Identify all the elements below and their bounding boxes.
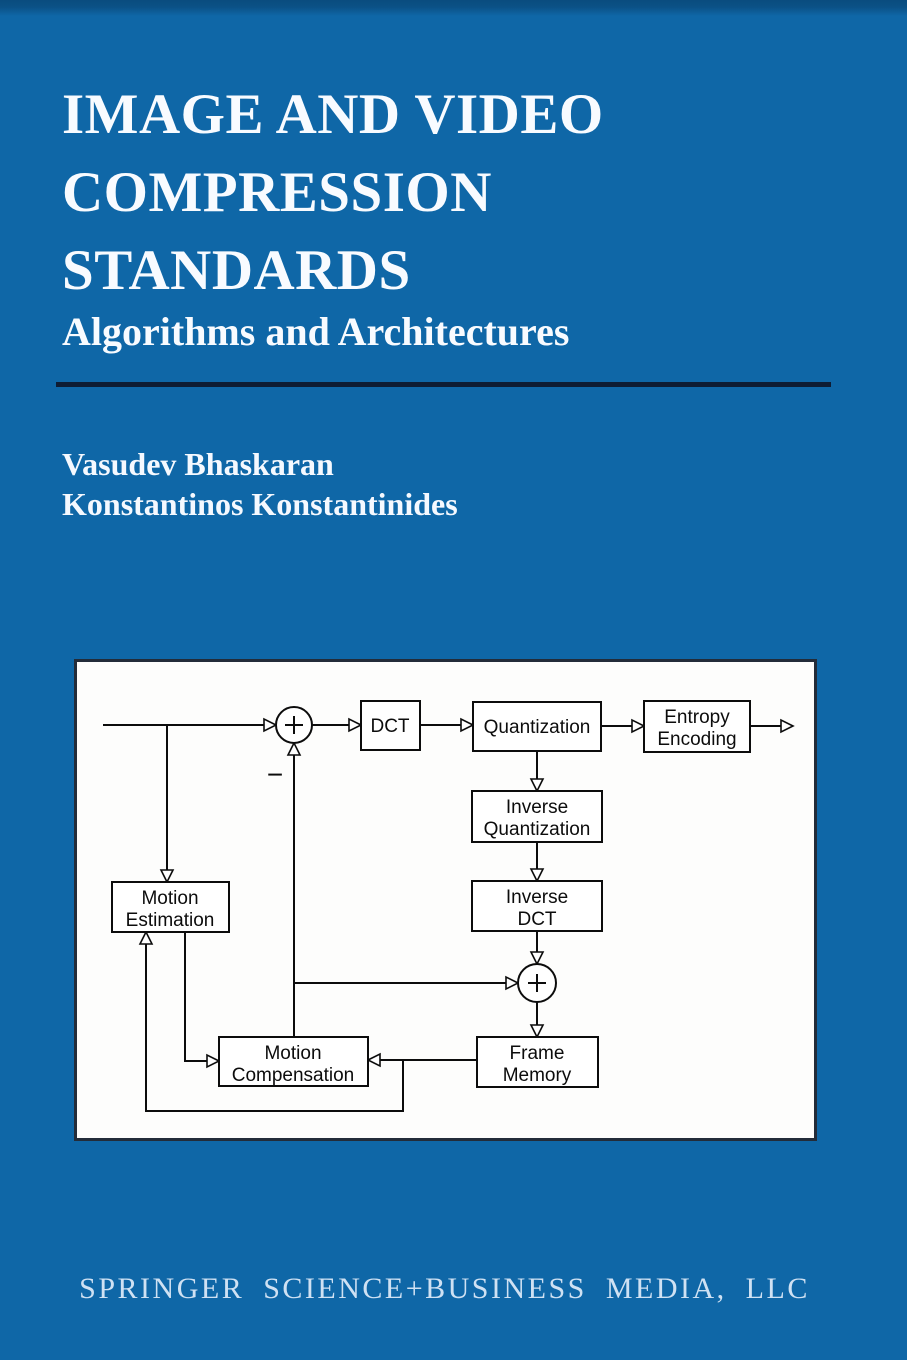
- dct-label: DCT: [370, 716, 409, 737]
- publisher-imprint: SPRINGER SCIENCE+BUSINESS MEDIA, LLC: [79, 1272, 810, 1305]
- entropy-label-line2: Encoding: [657, 729, 736, 750]
- dct-block: DCT: [360, 700, 421, 751]
- reconstruction-adder: [517, 963, 557, 1003]
- book-subtitle: Algorithms and Architectures: [62, 309, 570, 354]
- quantization-block: Quantization: [472, 701, 602, 752]
- encoder-block-diagram: − DCT Quantization Entropy Encoding Inve…: [74, 659, 817, 1141]
- frame-memory-label-line1: Frame: [510, 1043, 565, 1064]
- inverse-dct-label-line1: Inverse: [506, 887, 568, 908]
- author-1: Vasudev Bhaskaran: [62, 446, 334, 482]
- diagram-wires: [103, 724, 781, 1112]
- frame-memory-label-line2: Memory: [503, 1065, 572, 1086]
- motion-compensation-block: Motion Compensation: [218, 1036, 369, 1087]
- authors: Vasudev Bhaskaran Konstantinos Konstanti…: [62, 444, 458, 524]
- motion-estimation-label-line1: Motion: [141, 888, 198, 909]
- inverse-dct-label-line2: DCT: [517, 909, 556, 930]
- author-2: Konstantinos Konstantinides: [62, 486, 458, 522]
- motion-estimation-block: Motion Estimation: [111, 881, 230, 933]
- diagram-arrowheads: [138, 717, 795, 1069]
- inverse-quantization-label-line1: Inverse: [506, 797, 568, 818]
- diagram-canvas: − DCT Quantization Entropy Encoding Inve…: [103, 700, 795, 1112]
- frame-memory-block: Frame Memory: [476, 1036, 599, 1088]
- minus-sign: −: [267, 759, 283, 790]
- motion-compensation-label-line2: Compensation: [232, 1065, 355, 1086]
- divider-rule: [56, 382, 831, 387]
- motion-compensation-label-line1: Motion: [264, 1043, 321, 1064]
- entropy-label-line1: Entropy: [664, 707, 730, 728]
- entropy-encoding-block: Entropy Encoding: [643, 700, 751, 753]
- book-title: IMAGE AND VIDEO COMPRESSION STANDARDS: [62, 83, 604, 302]
- inverse-quantization-block: Inverse Quantization: [471, 790, 603, 843]
- subtract-adder: [275, 706, 313, 744]
- quantization-label: Quantization: [484, 717, 591, 738]
- inverse-quantization-label-line2: Quantization: [484, 819, 591, 840]
- inverse-dct-block: Inverse DCT: [471, 880, 603, 932]
- motion-estimation-label-line2: Estimation: [126, 910, 215, 931]
